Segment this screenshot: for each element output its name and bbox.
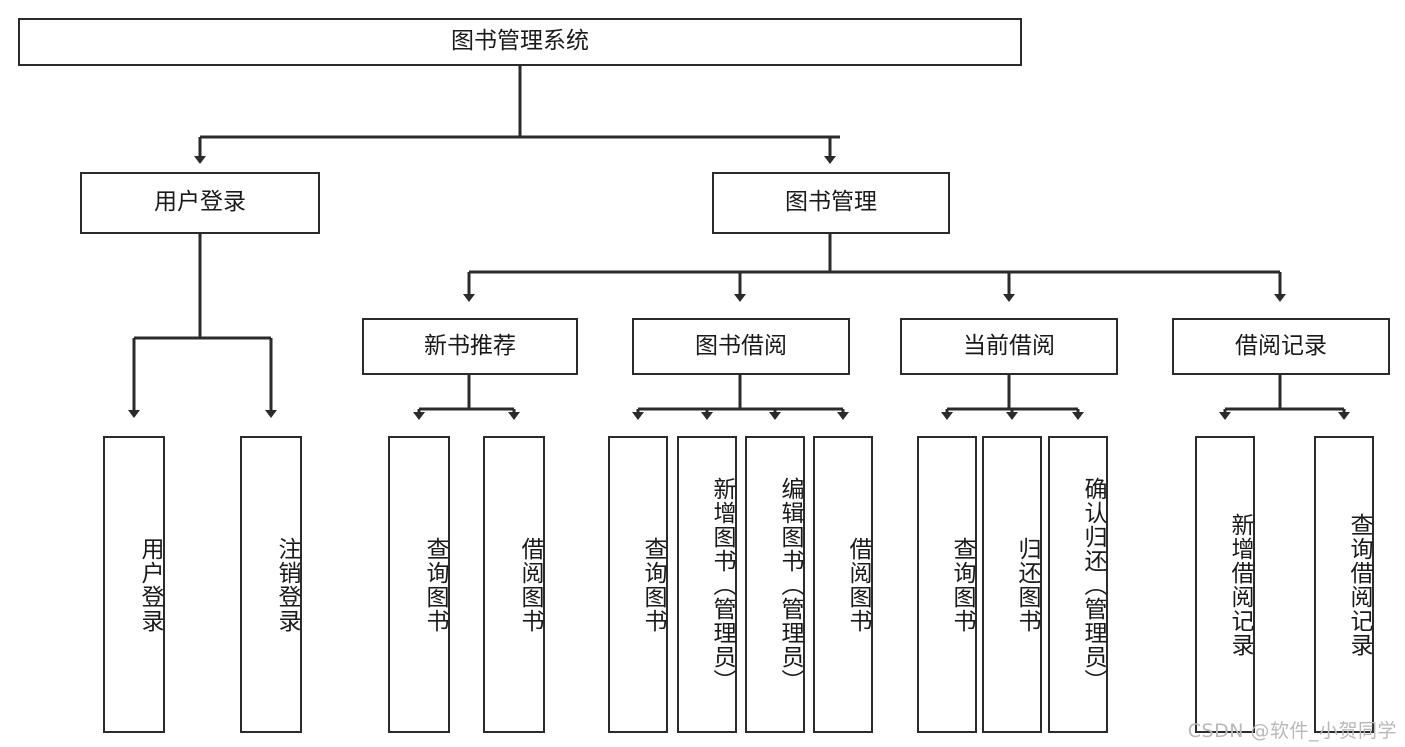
leaf-label: 用户登录 — [137, 536, 163, 633]
node-new-book-recommend-label: 新书推荐 — [424, 332, 516, 359]
node-root-label: 图书管理系统 — [451, 28, 589, 55]
node-current-borrow[interactable]: 当前借阅 — [900, 318, 1118, 375]
node-new-book-recommend[interactable]: 新书推荐 — [362, 318, 578, 375]
leaf-label: 归还图书 — [1014, 536, 1040, 633]
leaf-book-borrow-borrow[interactable]: 借阅图书 — [813, 436, 873, 733]
leaf-current-borrow-confirm[interactable]: 确认归还（管理员） — [1048, 436, 1108, 733]
node-borrow-record-label: 借阅记录 — [1235, 332, 1327, 359]
node-user-login-label: 用户登录 — [154, 189, 246, 216]
csdn-watermark: CSDN @软件_小贺同学 — [1187, 720, 1397, 742]
node-current-borrow-label: 当前借阅 — [963, 332, 1055, 359]
node-user-login[interactable]: 用户登录 — [80, 172, 320, 234]
leaf-label: 查询图书 — [949, 536, 975, 633]
leaf-borrow-record-query[interactable]: 查询借阅记录 — [1314, 436, 1374, 733]
leaf-label: 注销登录 — [274, 536, 300, 633]
leaf-label: 借阅图书 — [517, 536, 543, 633]
node-book-management[interactable]: 图书管理 — [712, 172, 950, 234]
leaf-label: 查询借阅记录 — [1346, 512, 1372, 657]
leaf-user-login-signout[interactable]: 注销登录 — [240, 436, 302, 733]
leaf-current-borrow-return[interactable]: 归还图书 — [982, 436, 1042, 733]
leaf-label: 新增借阅记录 — [1227, 512, 1253, 657]
leaf-label: 编辑图书（管理员） — [777, 476, 803, 693]
leaf-current-borrow-query[interactable]: 查询图书 — [917, 436, 977, 733]
leaf-label: 确认归还（管理员） — [1080, 476, 1106, 693]
leaf-label: 新增图书（管理员） — [709, 476, 735, 693]
leaf-book-borrow-add[interactable]: 新增图书（管理员） — [677, 436, 737, 733]
leaf-user-login-signin[interactable]: 用户登录 — [103, 436, 165, 733]
node-book-borrow[interactable]: 图书借阅 — [632, 318, 850, 375]
leaf-label: 查询图书 — [422, 536, 448, 633]
leaf-book-borrow-edit[interactable]: 编辑图书（管理员） — [745, 436, 805, 733]
leaf-book-borrow-query[interactable]: 查询图书 — [608, 436, 668, 733]
node-book-management-label: 图书管理 — [785, 189, 877, 216]
leaf-borrow-record-add[interactable]: 新增借阅记录 — [1195, 436, 1255, 733]
node-borrow-record[interactable]: 借阅记录 — [1172, 318, 1390, 375]
leaf-label: 查询图书 — [640, 536, 666, 633]
node-root[interactable]: 图书管理系统 — [18, 18, 1022, 66]
leaf-new-book-borrow[interactable]: 借阅图书 — [483, 436, 545, 733]
leaf-label: 借阅图书 — [845, 536, 871, 633]
node-book-borrow-label: 图书借阅 — [695, 332, 787, 359]
leaf-new-book-query[interactable]: 查询图书 — [388, 436, 450, 733]
